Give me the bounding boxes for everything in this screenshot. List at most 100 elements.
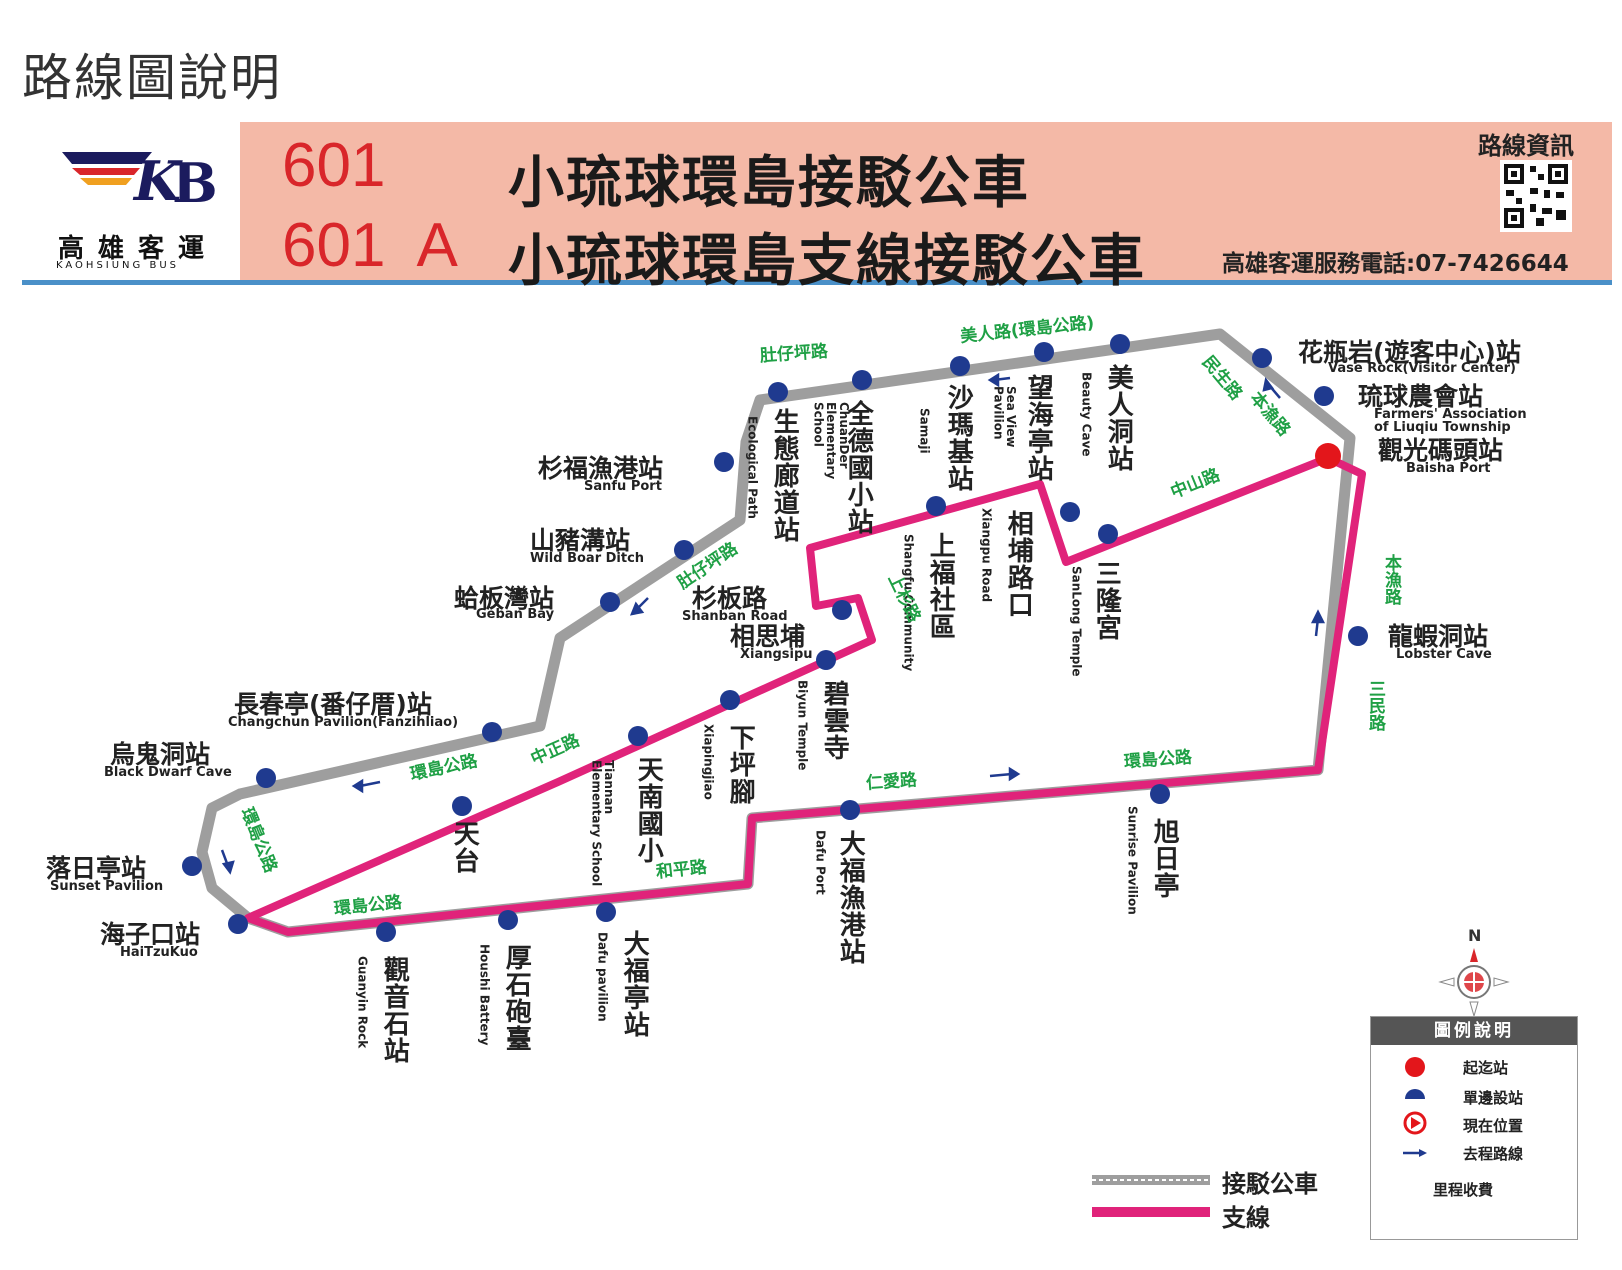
logo: K B [22,122,240,280]
station-dot [926,496,946,516]
station-ecological-path-en: Ecological Path [745,416,760,519]
station-black-dwarf-cave-en: Black Dwarf Cave [104,765,232,780]
station-haitzukuo: 海子口站 [100,920,201,949]
station-dot [182,856,202,876]
station-dot [832,600,852,620]
direction-arrows [220,372,1326,875]
current-location-icon [1403,1111,1427,1135]
station-vase-rock: 花瓶岩(遊客中心)站 [1298,338,1521,367]
route-number-601: 601 [282,131,386,200]
station-dafu-pavilion: 大福亭站 [619,930,650,1038]
station-dot [482,722,502,742]
station-tiantai: 天台 [449,820,480,874]
station-black-dwarf-cave: 烏鬼洞站 [110,740,211,769]
station-xiapingjiao-en: Xiapingjiao [701,724,716,800]
station-biyun-temple: 碧雲寺 [819,680,850,761]
station-dot [1110,334,1130,354]
station-sunset-pavilion: 落日亭站 [46,854,147,883]
station-beauty-cave-en: Beauty Cave [1079,372,1094,457]
kaohsiung-bus-logo-icon: K B [62,149,218,215]
legend-fare: 里程收費 [1433,1181,1494,1199]
station-houshi-battery: 厚石砲臺 [501,944,532,1052]
station-lobster-cave: 龍蝦洞站 [1388,622,1489,651]
station-samaji: 沙瑪基站 [943,384,974,492]
route-name-601: 小琉球環島接駁公車 [508,151,1030,216]
station-dot [628,726,648,746]
station-guanyin-rock: 觀音石站 [379,956,410,1064]
road-label: 本漁路 [1381,554,1401,605]
route-number-601a: 601 A [282,211,458,280]
station-wild-boar-ditch-en: Wild Boar Ditch [530,551,645,566]
legend-current-location: 現在位置 [1463,1117,1524,1135]
legend-main-route-label: 接駁公車 [1222,1170,1318,1198]
route-banner [22,122,1612,280]
start-station-dot [1315,443,1341,469]
station-dot [596,902,616,922]
road-label: 仁愛路 [865,770,918,794]
station-dot [1034,342,1054,362]
legend-branch-route-label: 支線 [1222,1204,1270,1232]
station-sanlong-temple: 三隆宮 [1091,560,1122,641]
station-changchun-pavilion-en: Changchun Pavilion(Fanzihliao) [228,715,459,730]
station-sea-view-pavilion-en: Sea View Pavilion [991,386,1019,448]
station-xiangpu-road-en: Xiangpu Road [979,508,994,603]
station-houshi-battery-en: Houshi Battery [477,944,492,1046]
station-shangfu-community: 上福社區 [925,532,956,640]
station-dafu-pavilion-en: Dafu pavilion [595,932,610,1022]
station-farmers-association: 琉球農會站 [1358,382,1484,411]
station-dot [228,914,248,934]
station-dot [1348,626,1368,646]
station-dot [768,382,788,402]
station-dafu-port: 大福漁港站 [835,830,866,965]
road-label: 環島公路 [1123,747,1193,773]
station-dot [720,690,740,710]
qr-code-icon[interactable] [1500,160,1572,232]
station-ecological-path: 生態廊道站 [769,408,800,543]
station-xiapingjiao: 下坪腳 [725,724,756,805]
station-geban-bay-en: Geban Bay [476,607,555,622]
station-guanyin-rock-en: Guanyin Rock [355,956,370,1049]
station-samaji-en: Samaji [917,408,932,454]
station-dot [600,592,620,612]
legend-start-station: 起迄站 [1463,1059,1509,1077]
single-side-station-icon [1405,1089,1425,1099]
station-farmers-association-en: Farmers' Association of Liuqiu Township [1374,407,1527,435]
compass-icon [1438,948,1510,1018]
svg-text:K: K [132,149,183,213]
station-dot [1252,348,1272,368]
station-dot [1098,524,1118,544]
station-dot [1150,784,1170,804]
station-sunrise-pavilion-en: Sunrise Pavilion [1125,806,1140,915]
station-xiangpu-road: 相埔路口 [1003,510,1034,618]
station-geban-bay: 蛤板灣站 [454,584,555,613]
branch-route-line [244,454,1366,936]
station-dot [1060,502,1080,522]
station-biyun-temple-en: Biyun Temple [795,680,810,771]
station-sanlong-temple-en: SanLong Temple [1069,566,1084,677]
station-dot [714,452,734,472]
station-dot [840,800,860,820]
station-dot [852,370,872,390]
station-tiannan-school-en: Tiannan Elementary School [589,760,617,887]
svg-text:B: B [172,151,218,215]
route-name-601a: 小琉球環島支線接駁公車 [508,229,1146,294]
station-chuander-school: 全德國小站 [843,400,874,535]
station-dot [256,768,276,788]
logo-name-zh: 高雄客運 [58,234,219,264]
station-dots [182,334,1368,942]
station-tiannan-school: 天南國小 [633,756,664,864]
legend-title: 圖例說明 [1371,1017,1577,1045]
station-dot [816,650,836,670]
page-title: 路線圖說明 [22,49,282,107]
station-sunrise-pavilion: 旭日亭 [1149,818,1180,899]
station-chuander-school-en: ChuanDer Elementary School [811,402,851,480]
station-dot [1314,386,1334,406]
station-dot [950,356,970,376]
station-dot [376,922,396,942]
road-label: 肚仔坪路 [759,341,829,367]
north-label: N [1468,926,1482,945]
station-baisha-port-en: Baisha Port [1406,461,1491,476]
station-haitzukuo-en: HaiTzuKuo [120,945,198,960]
station-lobster-cave-en: Lobster Cave [1396,647,1492,662]
